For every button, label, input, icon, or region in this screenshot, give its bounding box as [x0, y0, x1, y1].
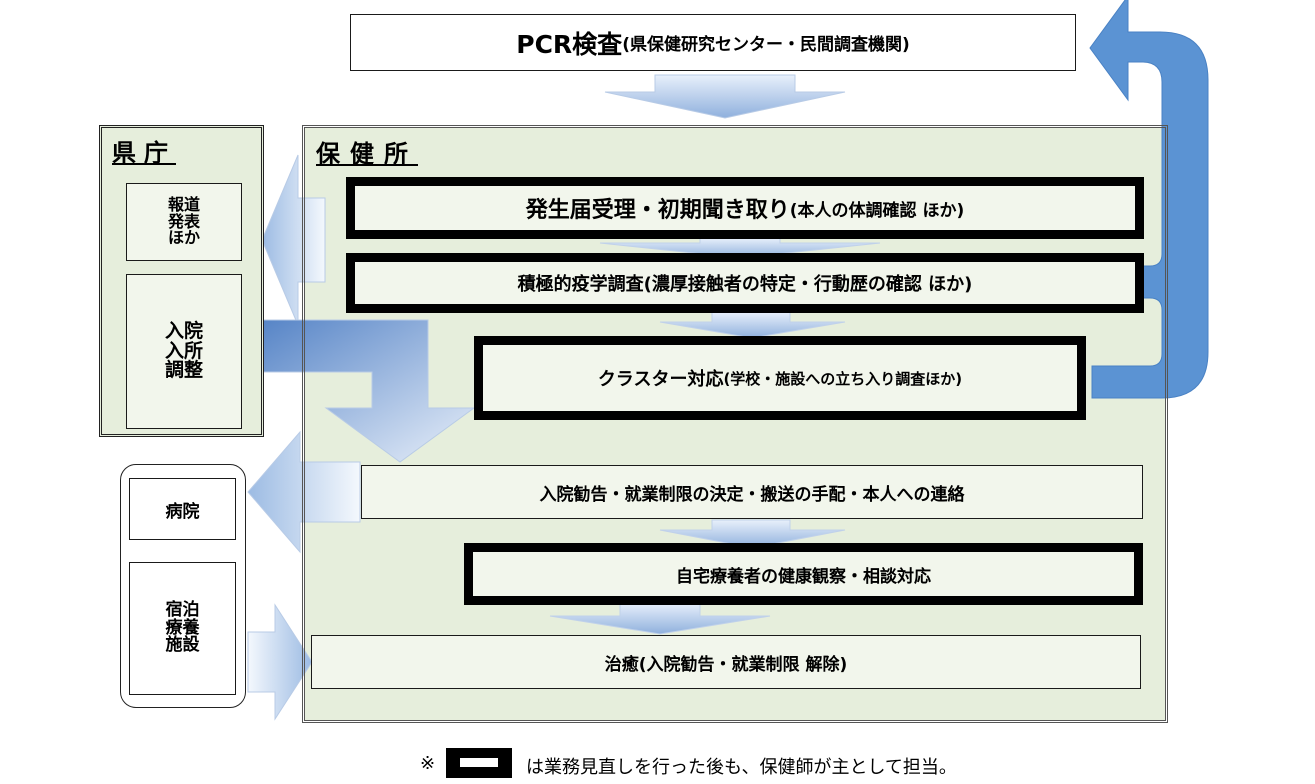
legend-text: は業務見直しを行った後も、保健師が主として担当。 — [526, 757, 957, 778]
pcr-box: PCR検査 (県保健研究センター・民間調査機関) — [350, 14, 1076, 71]
step-5-main: 自宅療養者の健康観察・相談対応 — [676, 566, 931, 587]
step-2-main: 積極的疫学調査(濃厚接触者の特定・行動歴の確認 ほか) — [517, 274, 973, 295]
hospital-box: 病院 — [129, 478, 236, 540]
step-1-main: 発生届受理・初期聞き取り — [525, 198, 790, 223]
health-center-panel — [302, 125, 1168, 723]
step-recovery: 治癒(入院勧告・就業制限 解除) — [311, 635, 1141, 689]
arrow-pcr-down — [604, 74, 846, 119]
lodging-facility-box: 宿泊 療養 施設 — [129, 562, 236, 695]
news-line-2: 発表 — [167, 211, 200, 231]
lodging-line-2: 療養 — [165, 617, 200, 638]
step-1-sub: (本人の体調確認 ほか) — [789, 200, 965, 221]
news-line-1: 報道 — [167, 194, 200, 214]
lodging-line-3: 施設 — [165, 635, 200, 656]
arrow-from-lodging — [247, 603, 313, 721]
admission-line-1: 入院 — [164, 319, 203, 342]
pcr-subtitle: (県保健研究センター・民間調査機関) — [622, 35, 910, 55]
news-line-3: ほか — [167, 228, 200, 248]
lodging-line-1: 宿泊 — [165, 599, 200, 620]
step-home-care-observation: 自宅療養者の健康観察・相談対応 — [464, 543, 1143, 605]
arrow-admission-elbow — [239, 319, 476, 463]
prefecture-title: 県庁 — [112, 139, 176, 167]
step-6-main: 治癒(入院勧告・就業制限 解除) — [604, 654, 848, 675]
arrow-feedback-loop — [1089, 0, 1209, 399]
arrow-step5-down — [549, 602, 771, 635]
arrow-step4-down — [659, 519, 846, 549]
hospital-label: 病院 — [165, 501, 200, 522]
step-report-intake: 発生届受理・初期聞き取り (本人の体調確認 ほか) — [346, 177, 1144, 239]
admission-line-2: 入所 — [164, 339, 203, 362]
step-admission-decision: 入院勧告・就業制限の決定・搬送の手配・本人への連絡 — [361, 465, 1143, 519]
prefecture-panel: 県庁 報道 発表 ほか 入院 入所 調整 — [99, 125, 264, 437]
legend-thick-border-sample — [446, 748, 512, 778]
admission-line-3: 調整 — [164, 359, 203, 382]
step-3-sub: (学校・施設への立ち入り調査ほか) — [723, 369, 963, 388]
legend-note-mark: ※ — [420, 753, 436, 774]
arrow-step2-down — [659, 311, 846, 339]
step-3-main: クラスター対応 — [597, 369, 724, 390]
pcr-title: PCR検査 — [516, 29, 623, 59]
admission-coordination-box: 入院 入所 調整 — [126, 274, 242, 429]
step-cluster-response: クラスター対応 (学校・施設への立ち入り調査ほか) — [474, 336, 1086, 420]
news-release-box: 報道 発表 ほか — [126, 183, 242, 261]
arrow-to-prefecture — [261, 154, 326, 326]
step-epidemiological-survey: 積極的疫学調査(濃厚接触者の特定・行動歴の確認 ほか) — [346, 253, 1144, 313]
health-center-title: 保健所 — [316, 140, 418, 168]
step-4-main: 入院勧告・就業制限の決定・搬送の手配・本人への連絡 — [539, 484, 965, 505]
